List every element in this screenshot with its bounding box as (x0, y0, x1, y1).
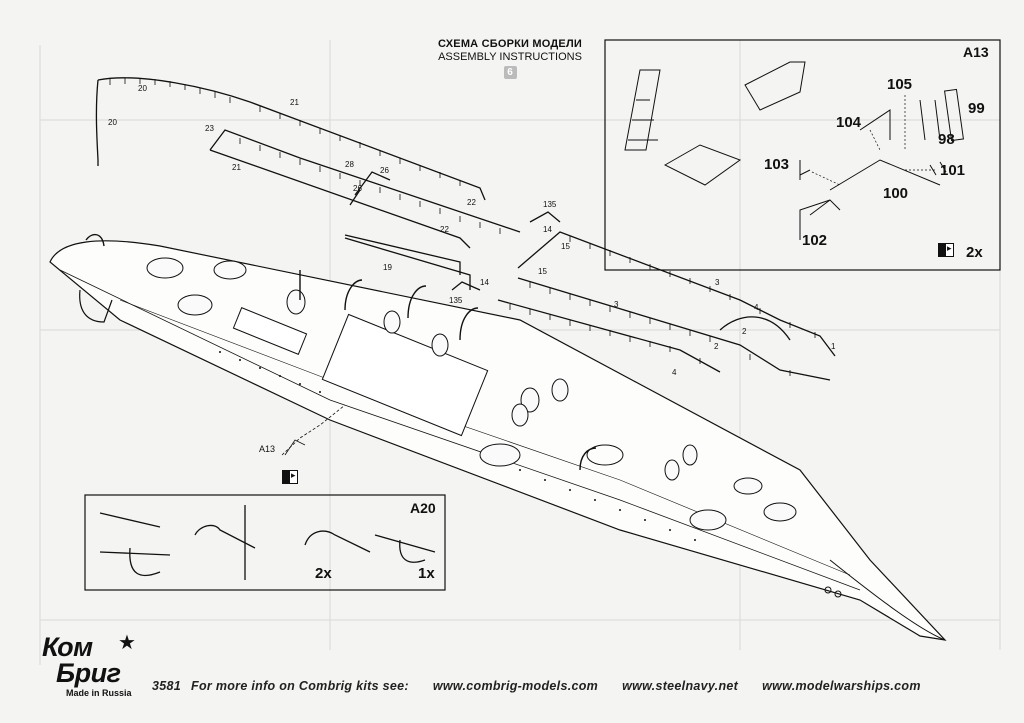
a13-callout-leader (281, 404, 346, 456)
sheet-header: СХЕМА СБОРКИ МОДЕЛИ ASSEMBLY INSTRUCTION… (400, 38, 620, 79)
part-label-14a: 14 (543, 225, 552, 234)
inset-a13-label-103: 103 (764, 156, 790, 173)
part-label-15b: 15 (538, 267, 547, 276)
ladder-parts (624, 61, 964, 240)
title-english: ASSEMBLY INSTRUCTIONS (438, 51, 582, 63)
part-label-23: 23 (205, 124, 214, 133)
deck-details (146, 257, 797, 531)
part-label-15a: 15 (561, 242, 570, 251)
footer-kit-number: 3581 (152, 679, 182, 693)
part-label-28: 28 (345, 160, 354, 169)
part-label-26b: 26 (353, 184, 362, 193)
part-label-20b: 20 (108, 118, 117, 127)
inset-a13-quantity: 2x (966, 244, 983, 261)
footer-url-modelwarships[interactable]: www.modelwarships.com (762, 679, 921, 693)
inset-a13-label-105: 105 (887, 76, 913, 93)
part-label-22a: 22 (467, 198, 476, 207)
inset-a20-quantity-right: 1x (418, 565, 435, 582)
part-label-19: 19 (383, 263, 392, 272)
brand-logo: Ком ★ Бриг Made in Russia (38, 630, 148, 700)
inset-a13-label-102: 102 (802, 232, 828, 249)
part-label-21b: 21 (232, 163, 241, 172)
part-label-135b: 135 (449, 296, 463, 305)
inset-a13-leaders (811, 95, 935, 186)
inset-a20-title: A20 (410, 500, 436, 516)
star-icon: ★ (118, 632, 136, 654)
brand-line2: Бриг (56, 658, 121, 688)
part-label-22b: 22 (440, 225, 449, 234)
part-label-21a: 21 (290, 98, 299, 107)
inset-box-a13 (604, 39, 1001, 271)
inset-a13-label-98: 98 (938, 131, 955, 148)
part-label-4a: 4 (754, 303, 759, 312)
footer-url-combrig[interactable]: www.combrig-models.com (432, 679, 599, 693)
footer: 3581 For more info on Combrig kits see: … (152, 679, 952, 693)
page-number: 6 (503, 66, 517, 79)
inset-a13-label-101: 101 (940, 162, 966, 179)
anchor-parts (99, 505, 436, 580)
footer-url-steelnavy[interactable]: www.steelnavy.net (622, 679, 739, 693)
brand-tagline: Made in Russia (66, 688, 132, 698)
inset-a13-label-99: 99 (968, 100, 985, 117)
railing-stanchions (109, 78, 816, 376)
part-label-3a: 3 (715, 278, 720, 287)
portholes (219, 351, 842, 598)
part-label-4b: 4 (672, 368, 677, 377)
inset-a13-label-104: 104 (836, 114, 862, 131)
part-label-2b: 2 (714, 342, 719, 351)
davits-and-masts (85, 233, 597, 471)
inset-a13-title: A13 (963, 44, 989, 60)
part-label-3b: 3 (614, 300, 619, 309)
part-label-14b: 14 (480, 278, 489, 287)
part-label-2a: 2 (742, 327, 747, 336)
inset-a13-label-100: 100 (883, 185, 909, 202)
part-label-1: 1 (831, 342, 836, 351)
part-label-135a: 135 (543, 200, 557, 209)
brand-line1: Ком (42, 632, 93, 662)
reference-symbol-a13: ▸ (282, 470, 298, 484)
part-label-26a: 26 (380, 166, 389, 175)
callout-a13-label: A13 (259, 444, 276, 454)
footer-info-text: For more info on Combrig kits see: (191, 679, 409, 693)
title-russian: СХЕМА СБОРКИ МОДЕЛИ (438, 38, 582, 50)
inset-box-a20 (84, 494, 446, 591)
railing-parts (95, 77, 836, 381)
part-label-20a: 20 (138, 84, 147, 93)
reference-symbol-a13-inset: ▸ (938, 243, 954, 257)
inset-a20-quantity-left: 2x (315, 565, 332, 582)
